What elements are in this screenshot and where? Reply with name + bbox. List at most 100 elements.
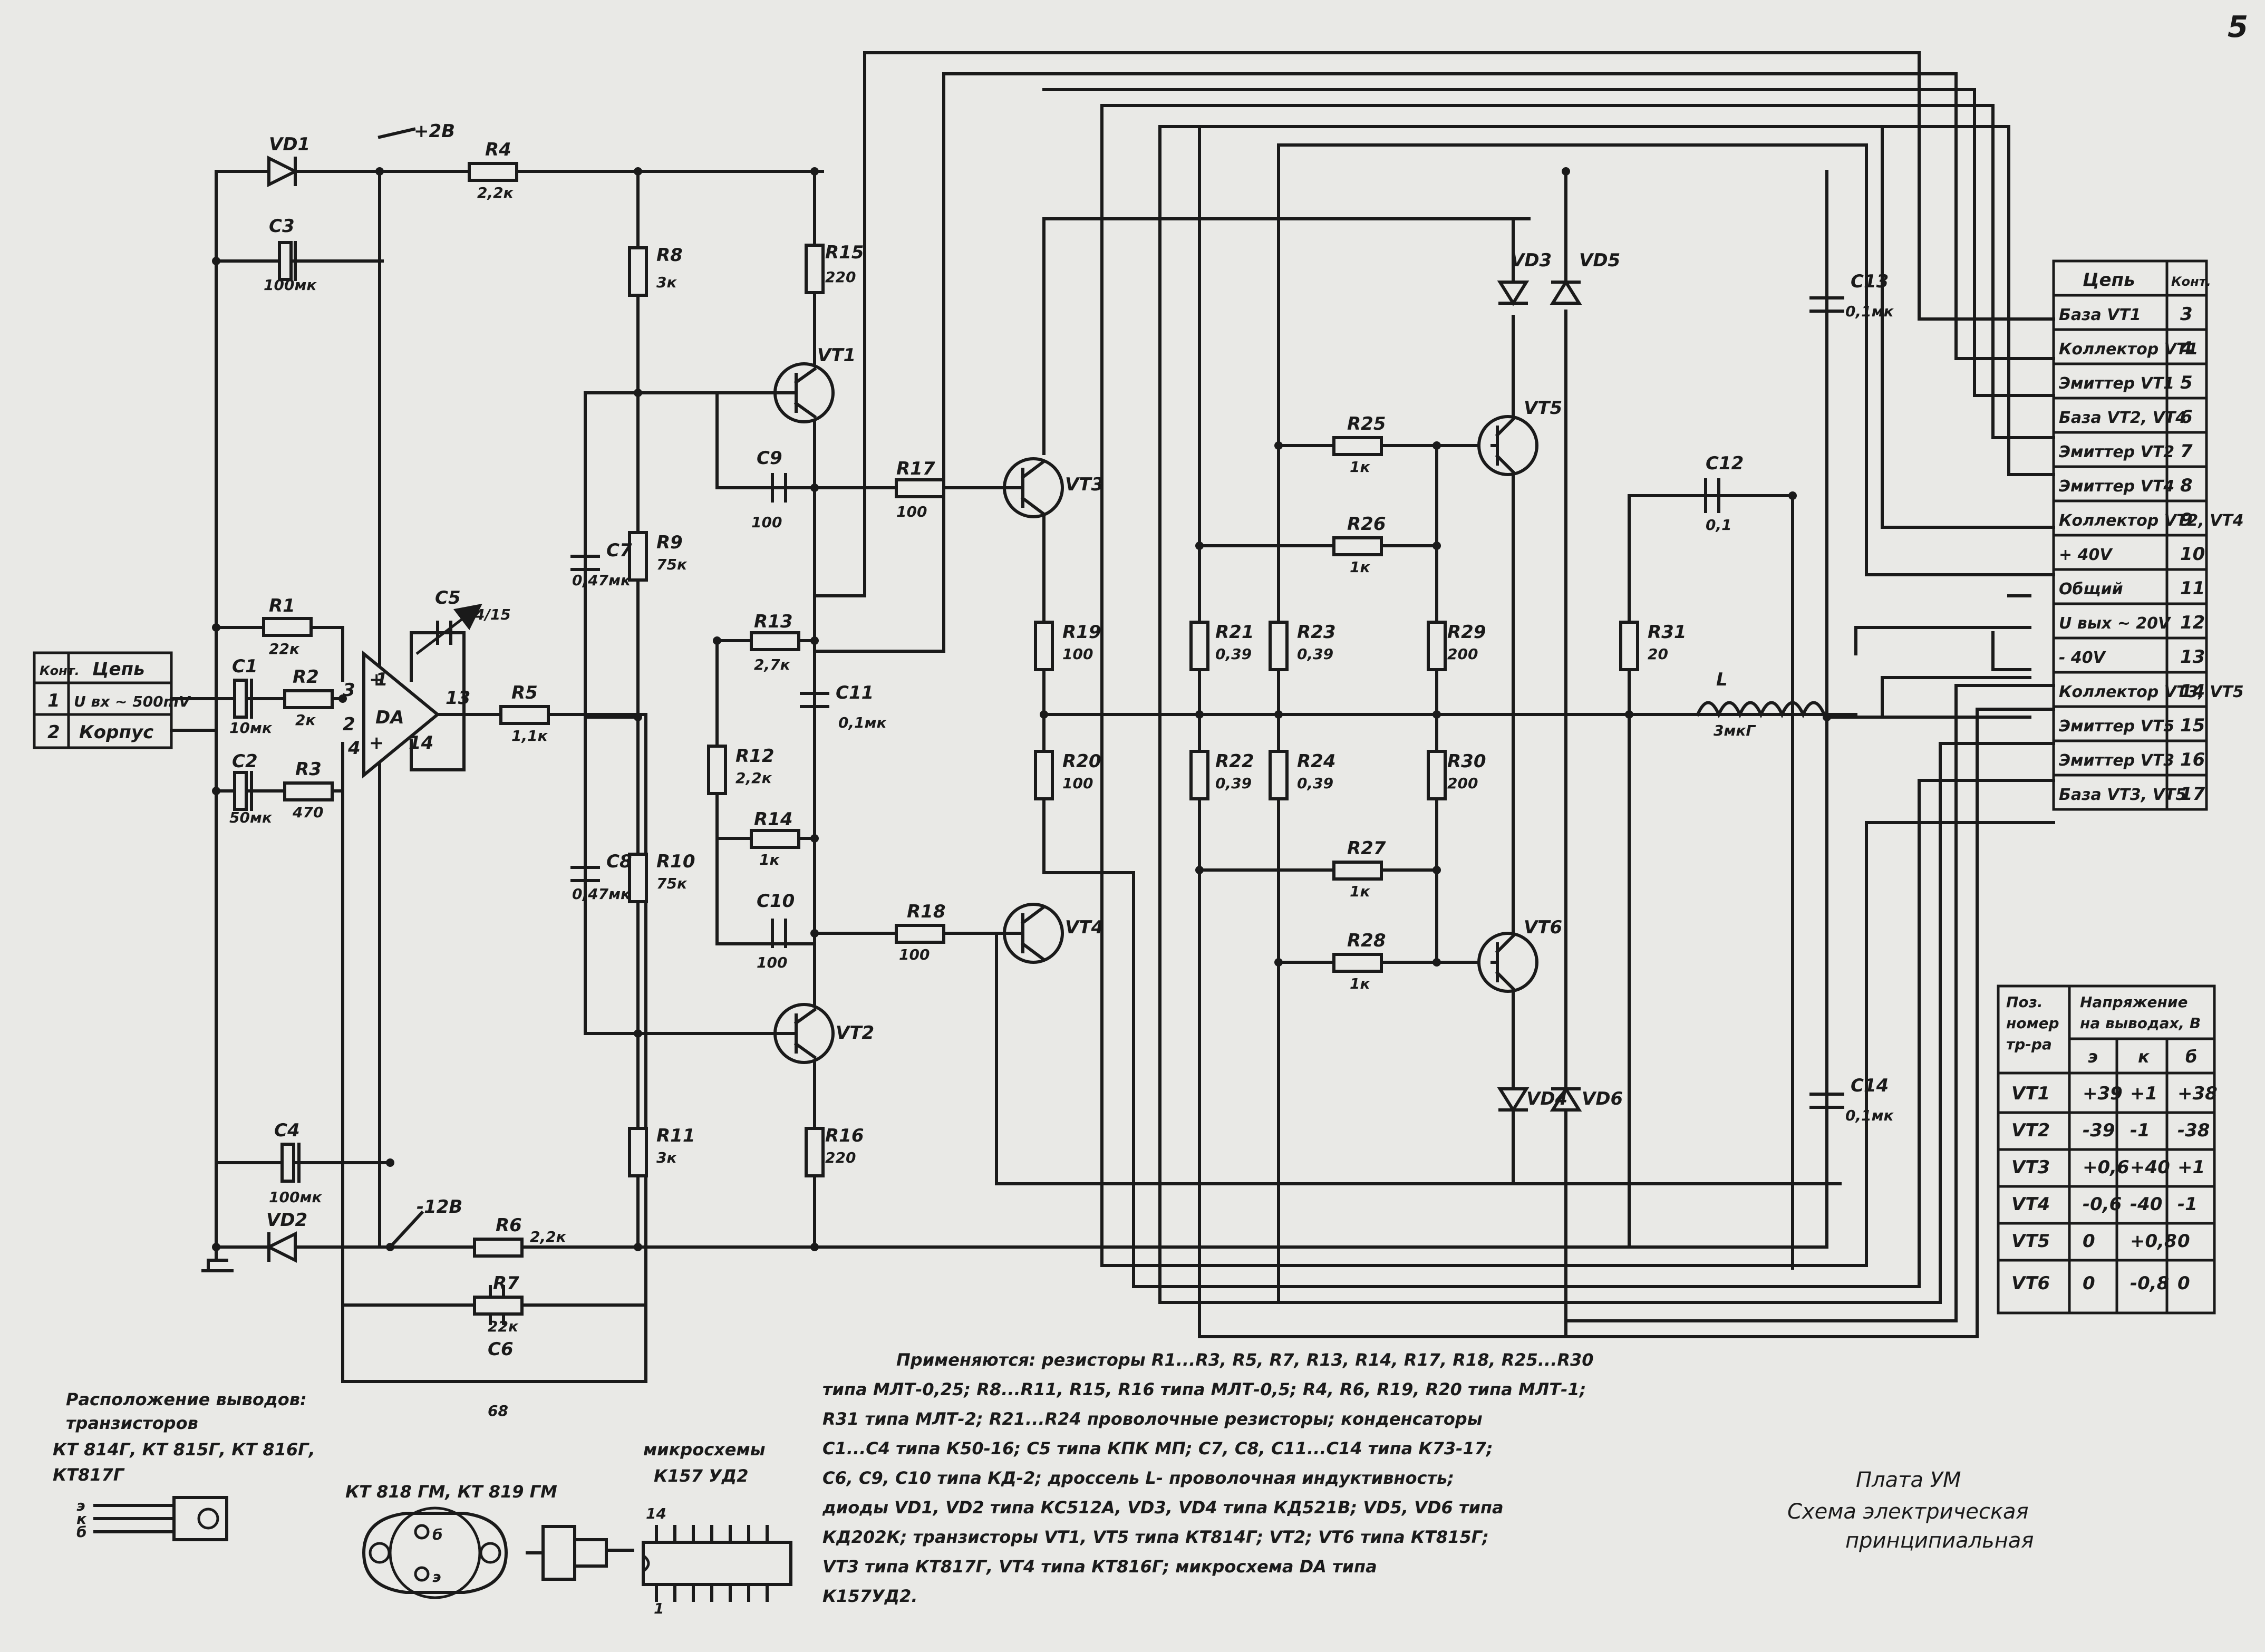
- notes-block: Применяются: резисторы R1...R3, R5, R7, …: [822, 1350, 1594, 1606]
- resistor-r2: [283, 689, 334, 709]
- voltage-value: 0: [2177, 1273, 2190, 1294]
- svg-text:1к: 1к: [1350, 975, 1370, 992]
- resistor-r30: [1427, 750, 1447, 800]
- svg-text:50мк: 50мк: [229, 809, 273, 826]
- svg-text:22к: 22к: [488, 1318, 519, 1335]
- svg-text:0,1: 0,1: [1706, 516, 1732, 534]
- diode-vd4: [1497, 1087, 1530, 1113]
- resistor-r21: [1189, 621, 1209, 671]
- svg-text:68: 68: [488, 1402, 508, 1419]
- svg-text:0,1мк: 0,1мк: [1845, 1107, 1894, 1124]
- to126-package-icon: э к б: [76, 1496, 228, 1541]
- svg-text:к: к: [2138, 1047, 2150, 1067]
- svg-text:R4: R4: [485, 139, 511, 160]
- svg-text:R6: R6: [496, 1215, 522, 1236]
- svg-text:R16: R16: [825, 1125, 864, 1146]
- svg-text:C3: C3: [269, 216, 295, 237]
- svg-text:C1: C1: [232, 656, 258, 677]
- svg-text:R1: R1: [269, 595, 295, 616]
- svg-text:C8: C8: [606, 851, 632, 872]
- resistor-r5: [499, 705, 550, 725]
- svg-text:тр-ра: тр-ра: [2006, 1036, 2052, 1053]
- svg-text:75к: 75к: [656, 875, 688, 892]
- connector-head-pin: Конт.: [2171, 274, 2211, 289]
- svg-text:VT2: VT2: [836, 1022, 874, 1044]
- resistor-r4: [468, 162, 518, 182]
- svg-text:C13: C13: [1851, 271, 1889, 292]
- capacitor-c2: [233, 771, 253, 811]
- connector-net: Коллектор VT2, VT4: [2059, 511, 2244, 530]
- resistor-r22: [1189, 750, 1209, 800]
- svg-text:2: 2: [343, 714, 355, 735]
- svg-text:100: 100: [896, 503, 927, 520]
- svg-text:принципиальная: принципиальная: [1845, 1529, 2034, 1553]
- resistor-r27: [1332, 861, 1383, 881]
- connector-net: Коллектор VT3, VT5: [2059, 683, 2244, 701]
- svg-text:100мк: 100мк: [269, 1189, 322, 1206]
- svg-text:R15: R15: [825, 242, 864, 263]
- pinout-section: Расположение выводов: транзисторов КТ 81…: [53, 1389, 792, 1617]
- voltage-table: Поз. номер тр-ра Напряжение на выводах, …: [1997, 984, 2216, 1315]
- capacitor-c9: [771, 473, 787, 503]
- capacitor-c13: [1809, 296, 1844, 313]
- svg-text:б: б: [432, 1526, 443, 1543]
- connector-pin: 9: [2180, 509, 2193, 530]
- voltage-value: +1: [2130, 1083, 2157, 1104]
- svg-text:100: 100: [757, 954, 787, 971]
- svg-text:R14: R14: [754, 809, 793, 830]
- diode-vd5: [1550, 279, 1582, 305]
- svg-text:1: 1: [654, 1600, 664, 1617]
- voltage-value: 0: [2083, 1273, 2095, 1294]
- svg-text:0,39: 0,39: [1297, 645, 1333, 663]
- connector-net: База VT2, VT4: [2059, 409, 2186, 427]
- transistor-vt5: [1477, 415, 1538, 476]
- svg-text:R21: R21: [1215, 622, 1254, 643]
- resistor-r25: [1332, 436, 1383, 456]
- svg-text:б: б: [2185, 1047, 2197, 1067]
- resistor-r10: [628, 853, 648, 903]
- connector-net: Эмиттер VT3: [2059, 751, 2174, 770]
- svg-text:э: э: [2088, 1047, 2098, 1067]
- resistor-r17: [895, 478, 945, 498]
- note-line: КД202К; транзисторы VT1, VT5 типа КТ814Г…: [822, 1527, 1489, 1547]
- svg-text:470: 470: [292, 804, 323, 821]
- capacitor-c7: [570, 555, 600, 571]
- svg-text:200: 200: [1447, 775, 1478, 792]
- svg-text:C14: C14: [1851, 1075, 1889, 1096]
- transistor-vt3: [995, 457, 1064, 518]
- svg-text:14: 14: [646, 1505, 666, 1522]
- to3-side-icon: [526, 1525, 634, 1581]
- voltage-transistor: VT5: [2011, 1231, 2050, 1252]
- svg-text:2,7к: 2,7к: [754, 656, 791, 673]
- svg-text:КТ 818 ГМ, КТ 819 ГМ: КТ 818 ГМ, КТ 819 ГМ: [345, 1482, 557, 1502]
- resistor-r29: [1427, 621, 1447, 671]
- svg-text:C7: C7: [606, 540, 632, 561]
- resistor-r20: [1034, 750, 1054, 800]
- svg-text:Поз.: Поз.: [2006, 993, 2043, 1011]
- svg-text:1к: 1к: [1350, 558, 1370, 576]
- svg-text:R13: R13: [754, 611, 793, 632]
- svg-text:3к: 3к: [656, 274, 677, 291]
- connector-net: Эмиттер VT5: [2059, 717, 2174, 736]
- transistor-vt6: [1477, 932, 1538, 993]
- svg-text:20: 20: [1648, 645, 1668, 663]
- svg-text:C9: C9: [757, 448, 782, 469]
- voltage-value: -1: [2177, 1194, 2198, 1215]
- svg-text:R28: R28: [1347, 930, 1386, 951]
- svg-text:R9: R9: [656, 532, 683, 553]
- svg-text:2,2к: 2,2к: [477, 184, 514, 201]
- resistor-r11: [628, 1127, 648, 1177]
- voltage-value: -1: [2130, 1120, 2150, 1141]
- svg-text:транзисторов: транзисторов: [66, 1413, 198, 1433]
- svg-text:L: L: [1716, 669, 1728, 690]
- svg-text:VT5: VT5: [1524, 398, 1562, 419]
- svg-text:R3: R3: [295, 759, 322, 780]
- svg-text:3: 3: [343, 680, 355, 701]
- connector-net: U вых ~ 20V: [2059, 614, 2172, 633]
- connector-net: Эмиттер VT4: [2059, 477, 2174, 496]
- svg-text:C4: C4: [274, 1120, 300, 1141]
- svg-text:VD2: VD2: [266, 1210, 307, 1231]
- voltage-transistor: VT6: [2011, 1273, 2050, 1294]
- svg-text:VT6: VT6: [1524, 917, 1562, 938]
